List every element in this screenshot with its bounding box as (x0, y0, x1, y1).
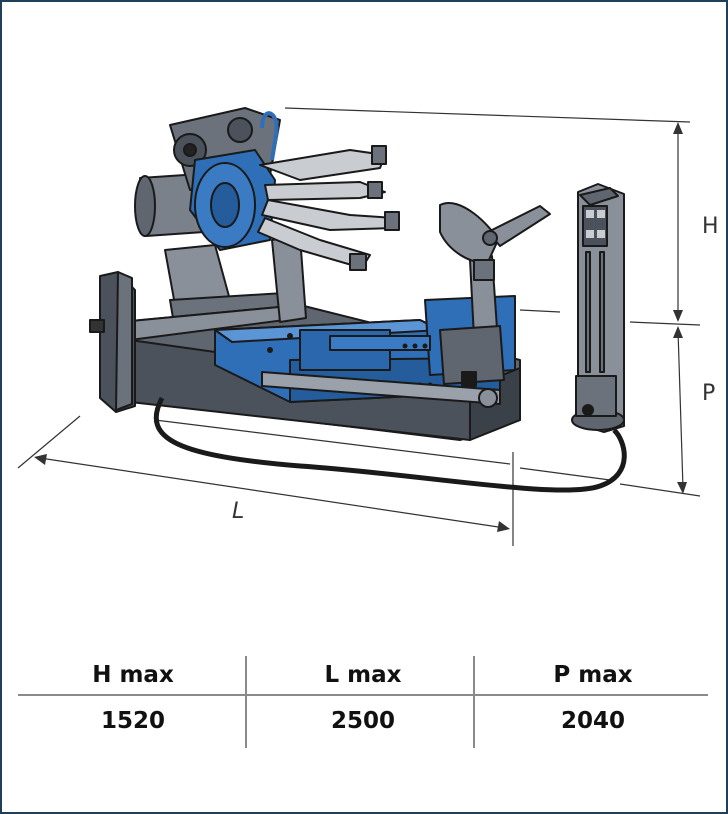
dimension-label-h: H (702, 214, 719, 239)
value-p-max: 2040 (560, 708, 625, 734)
header-l-max: L max (324, 662, 402, 688)
column-divider (245, 656, 247, 748)
dimension-label-p: P (702, 381, 715, 406)
dimension-label-l: L (232, 499, 244, 524)
value-h-max: 1520 (100, 708, 165, 734)
specs-header-row: H max L max P max (18, 652, 708, 696)
value-l-max: 2500 (330, 708, 395, 734)
machine-diagram: H P L (17, 107, 719, 546)
dimension-lines (17, 107, 701, 546)
header-p-max: P max (553, 662, 633, 688)
specs-table: H max L max P max 1520 2500 2040 (18, 652, 708, 746)
column-divider (473, 656, 475, 748)
tyre-changer-machine (89, 107, 627, 493)
specs-value-row: 1520 2500 2040 (18, 696, 708, 746)
header-h-max: H max (92, 662, 174, 688)
